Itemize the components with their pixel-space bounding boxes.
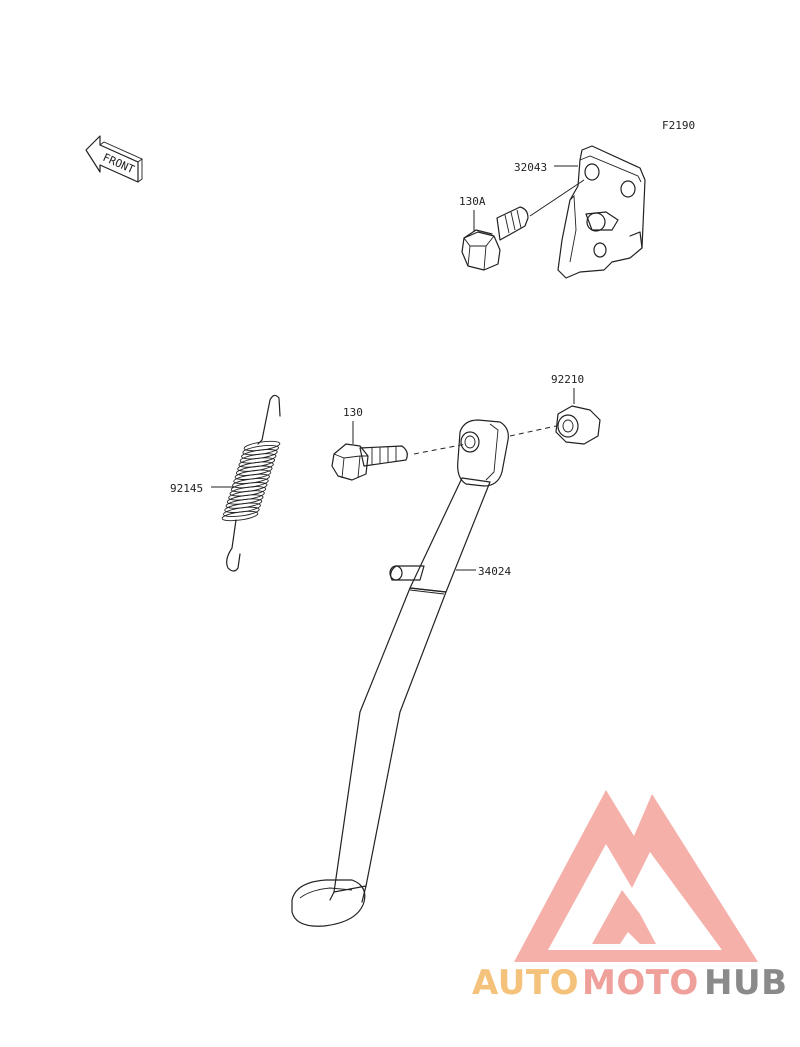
wordmark-hub: HUB: [704, 963, 787, 1003]
automotohub-logo: [514, 790, 758, 962]
part-label-92145: 92145: [170, 482, 203, 495]
bolt-130a: [461, 206, 529, 271]
nut-92210: [555, 405, 601, 445]
spring-coil: [221, 510, 259, 522]
side-stand-34024: [291, 419, 509, 927]
spring-coil: [223, 506, 260, 518]
wordmark-auto: AUTO: [472, 963, 579, 1003]
axis-line-right: [509, 425, 557, 437]
part-label-34024: 34024: [478, 565, 511, 578]
leader-130a-to-bracket: [529, 179, 585, 217]
part-label-92210: 92210: [551, 373, 584, 386]
part-label-32043: 32043: [514, 161, 547, 174]
wordmark-moto: MOTO: [582, 963, 699, 1003]
spring-92145: [221, 394, 281, 572]
diagram-code: F2190: [662, 119, 695, 132]
part-label-130: 130: [343, 406, 363, 419]
bracket-32043: [557, 145, 646, 279]
part-label-130a: 130A: [459, 195, 486, 208]
bolt-130: [331, 443, 408, 481]
front-arrow-icon: FRONT: [85, 135, 143, 183]
automotohub-wordmark: AUTO MOTO HUB: [472, 963, 787, 1003]
